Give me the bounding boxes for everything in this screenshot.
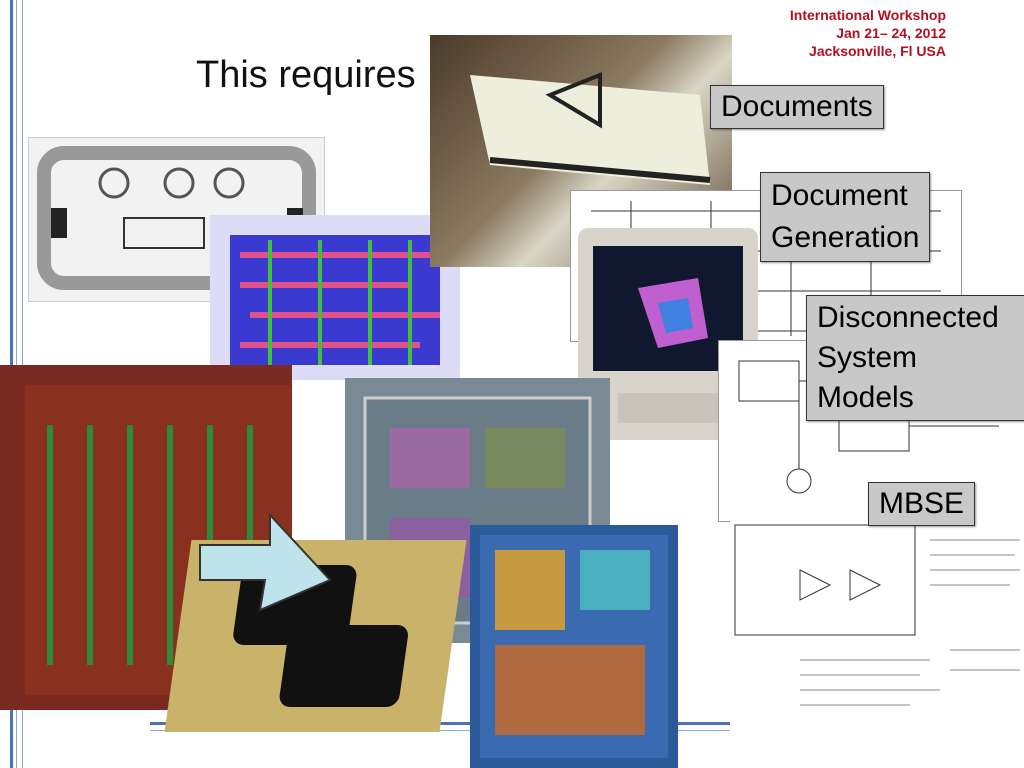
slide-title: This requires bbox=[196, 54, 416, 96]
processor-die-photo bbox=[470, 525, 678, 768]
mbse-label-text: MBSE bbox=[879, 487, 965, 520]
conference-info: International Workshop Jan 21– 24, 2012 … bbox=[790, 6, 946, 60]
vhdl-code-drawing bbox=[734, 524, 1020, 706]
conference-location: Jacksonville, Fl USA bbox=[809, 43, 946, 59]
vhdl-code-image bbox=[730, 510, 1024, 768]
pcb-routing-drawing bbox=[210, 215, 460, 380]
pcb-routing-image bbox=[210, 215, 460, 380]
documents-label-text: Documents bbox=[721, 90, 873, 123]
document-generation-line-1: Document bbox=[771, 179, 908, 212]
document-generation-line-2: Generation bbox=[771, 221, 920, 254]
disconnected-line-2: System bbox=[817, 341, 918, 374]
mbse-label: MBSE bbox=[868, 482, 976, 526]
drafting-table-drawing bbox=[470, 72, 711, 185]
processor-die-drawing bbox=[480, 535, 668, 758]
document-generation-label: Document Generation bbox=[760, 172, 931, 262]
arrow-icon bbox=[199, 512, 332, 612]
conference-name: International Workshop bbox=[789, 7, 946, 23]
conference-dates: Jan 21– 24, 2012 bbox=[836, 25, 946, 41]
documents-label: Documents bbox=[710, 85, 884, 129]
bottom-rule-thin bbox=[150, 730, 744, 731]
bottom-rule-thick bbox=[150, 722, 744, 725]
disconnected-line-1: Disconnected bbox=[817, 301, 999, 334]
wire-wrap-board-image bbox=[0, 365, 292, 710]
disconnected-system-models-label: Disconnected System Models bbox=[806, 295, 1024, 421]
disconnected-line-3: Models bbox=[817, 381, 914, 414]
